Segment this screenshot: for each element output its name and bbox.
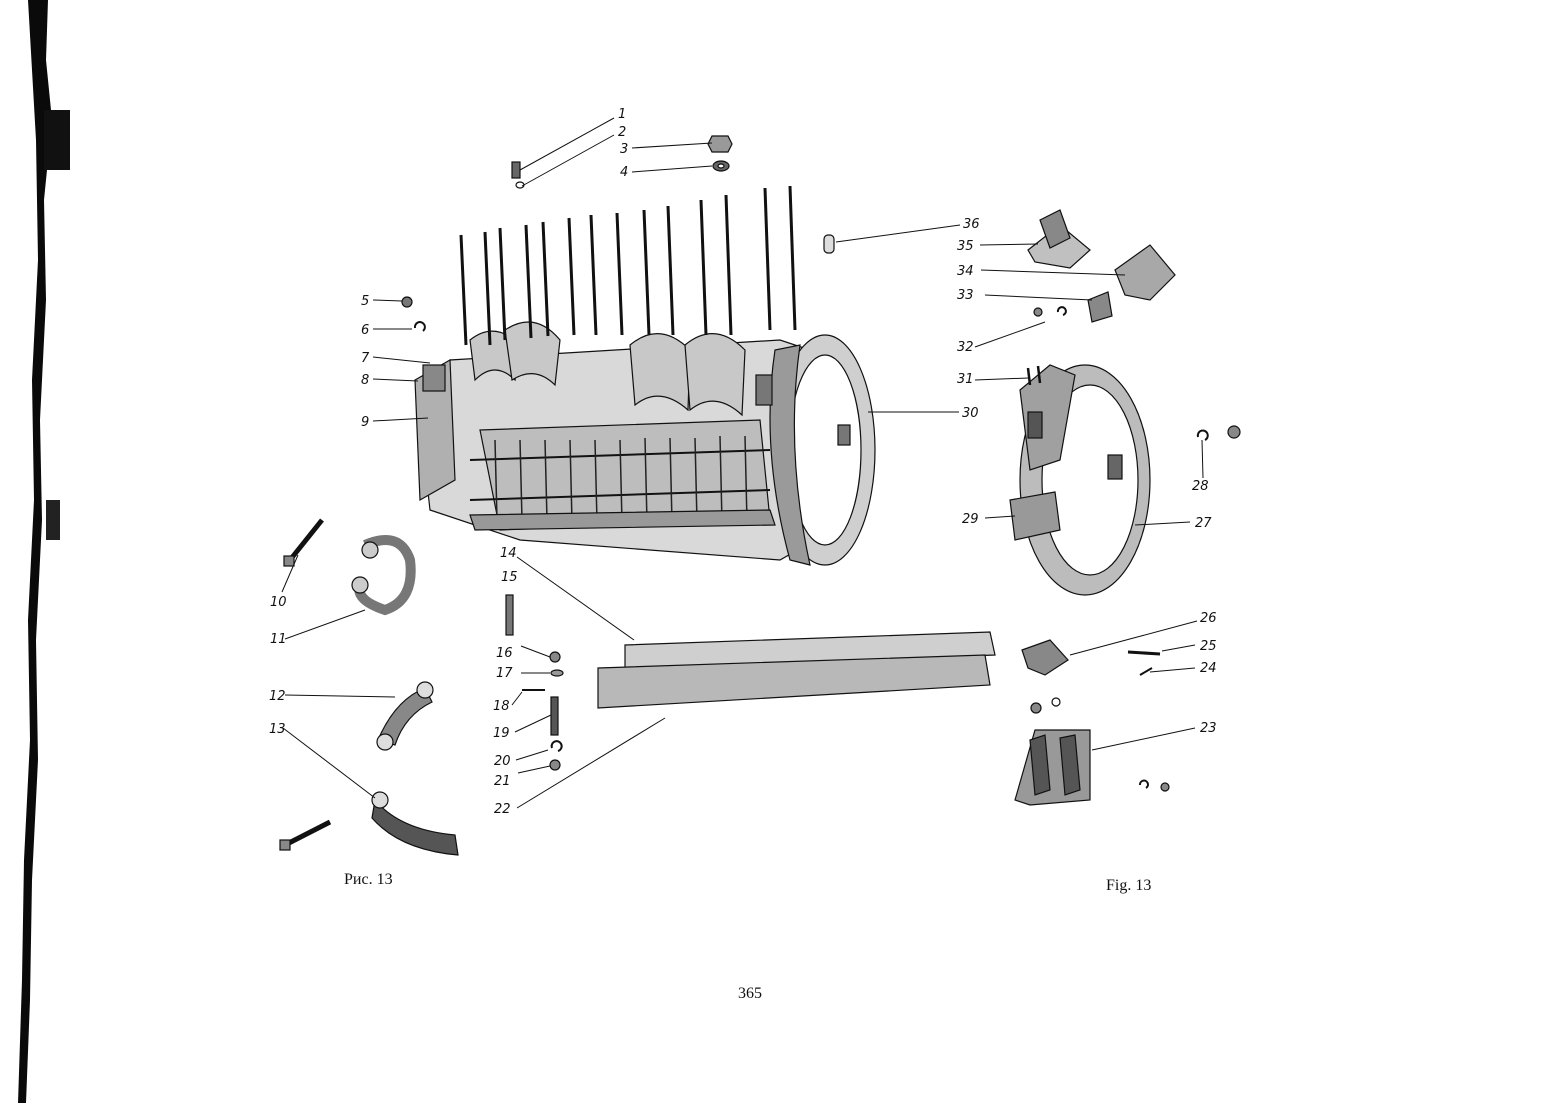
part-36-key <box>823 234 835 254</box>
part-20-lock-washer <box>550 740 563 752</box>
callout-4: 4 <box>620 165 628 180</box>
part-25-pin <box>1127 650 1161 656</box>
part-34-bracket <box>1114 244 1176 301</box>
callout-7: 7 <box>361 351 370 366</box>
page-number: 365 <box>738 985 762 1002</box>
part-24-pin <box>1139 667 1153 676</box>
leader-lines <box>281 117 1204 809</box>
callout-27: 27 <box>1195 516 1212 531</box>
callout-32: 32 <box>957 340 974 355</box>
callout-3: 3 <box>620 142 628 157</box>
part-5-nut <box>401 296 413 308</box>
callout-8: 8 <box>361 373 369 388</box>
callout-24: 24 <box>1200 661 1217 676</box>
callout-22: 22 <box>494 802 511 817</box>
callout-23: 23 <box>1200 721 1217 736</box>
callout-28: 28 <box>1192 479 1209 494</box>
part-23-support <box>1014 729 1091 806</box>
callout-2: 2 <box>618 125 626 140</box>
part-29-mount-block <box>1009 491 1061 541</box>
part-19-bolt <box>550 696 559 736</box>
callout-10: 10 <box>270 595 287 610</box>
part-31-studs <box>1026 365 1042 386</box>
callout-30: 30 <box>962 406 979 421</box>
callout-labels: 1 2 3 4 5 6 7 8 9 10 11 12 13 14 15 16 1… <box>269 107 1217 817</box>
callout-16: 16 <box>496 646 513 661</box>
part-16-nut <box>549 651 561 663</box>
part-13-clamp-half <box>371 791 459 856</box>
figure-caption-ru: Рис. 13 <box>344 871 393 888</box>
crankcase-block <box>414 321 851 561</box>
callout-26: 26 <box>1200 611 1217 626</box>
callout-18: 18 <box>493 699 510 714</box>
part-22-rail <box>597 654 991 709</box>
part-10-bolt <box>283 518 324 567</box>
callout-11: 11 <box>270 632 287 647</box>
part-35-bracket <box>1027 209 1091 269</box>
callout-1: 1 <box>618 107 626 122</box>
part-32-nut-washer <box>1033 306 1067 317</box>
callout-31: 31 <box>957 372 974 387</box>
part-14-rail <box>624 631 996 669</box>
loose-nuts <box>1030 697 1170 792</box>
callout-35: 35 <box>957 239 974 254</box>
part-3-nut <box>707 135 733 153</box>
lower-bolt <box>279 819 332 851</box>
page-binding-edge <box>18 0 70 1103</box>
callout-12: 12 <box>269 689 286 704</box>
part-12-clamp-half <box>376 681 434 751</box>
figure-caption-en: Fig. 13 <box>1106 877 1152 894</box>
callout-5: 5 <box>361 294 369 309</box>
cylinder-studs <box>459 185 797 346</box>
part-15-bolt <box>505 594 514 636</box>
callout-19: 19 <box>493 726 510 741</box>
part-28-washer-nut <box>1196 425 1241 441</box>
callout-13: 13 <box>269 722 286 737</box>
callout-34: 34 <box>957 264 974 279</box>
callout-21: 21 <box>494 774 511 789</box>
callout-14: 14 <box>500 546 517 561</box>
part-21-nut <box>549 759 561 771</box>
callout-29: 29 <box>962 512 979 527</box>
callout-6: 6 <box>361 323 369 338</box>
part-33-plate <box>1087 291 1113 323</box>
callout-20: 20 <box>494 754 511 769</box>
callout-15: 15 <box>501 570 518 585</box>
callout-17: 17 <box>496 666 513 681</box>
callout-33: 33 <box>957 288 974 303</box>
callout-36: 36 <box>963 217 980 232</box>
part-4-washer <box>712 160 730 172</box>
part-17-washer <box>550 669 564 677</box>
part-27-housing-ring <box>1019 364 1151 596</box>
callout-25: 25 <box>1200 639 1217 654</box>
flywheel-housing <box>755 334 876 566</box>
part-26-bracket <box>1021 639 1069 676</box>
part-11-strap <box>351 535 416 616</box>
part-1-2-stud-washer <box>511 161 525 189</box>
callout-9: 9 <box>361 415 369 430</box>
part-6-lock-washer <box>413 321 426 332</box>
